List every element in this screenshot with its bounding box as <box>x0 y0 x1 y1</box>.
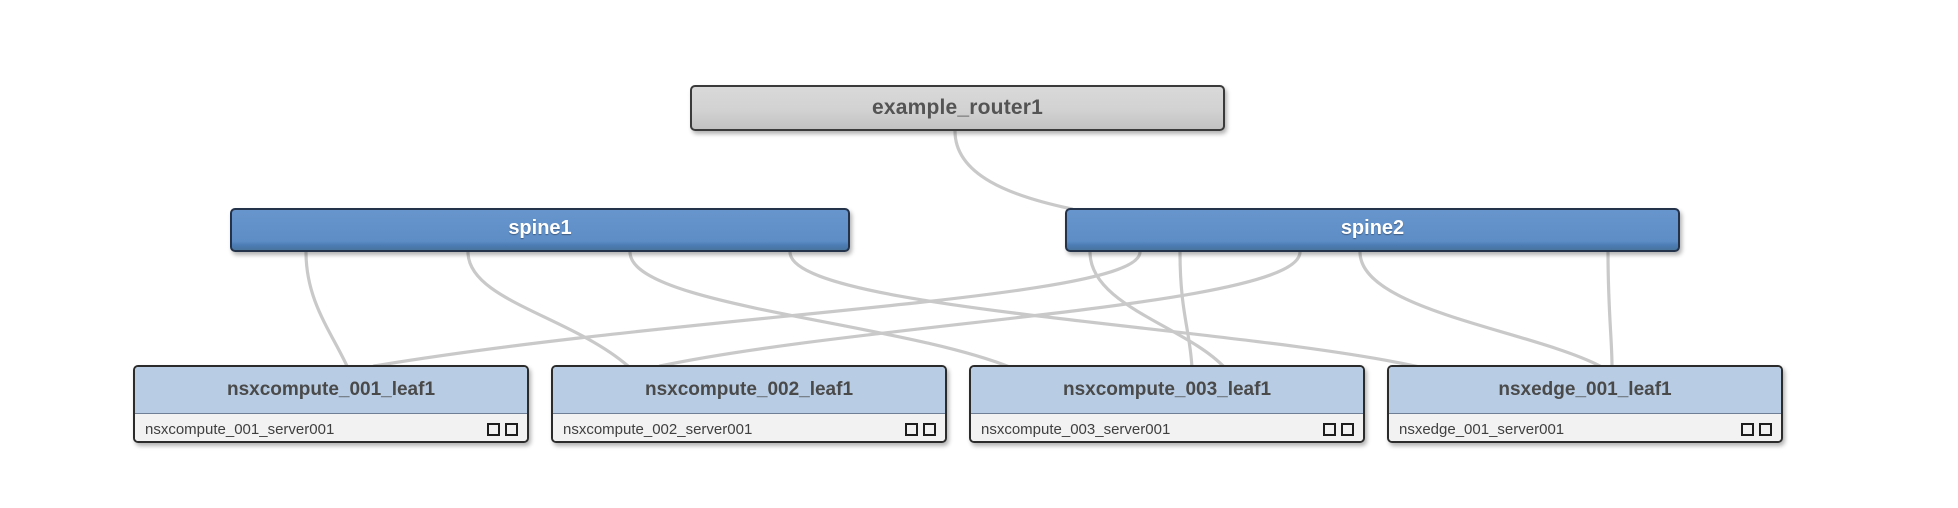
edge-spine2-leaf1 <box>372 250 1142 368</box>
square-icon[interactable] <box>1323 422 1336 436</box>
node-spine-spine1[interactable]: spine1 <box>230 208 850 252</box>
leaf-header: nsxedge_001_leaf1 <box>1389 367 1781 414</box>
leaf-header: nsxcompute_002_leaf1 <box>553 367 945 414</box>
edge-spine1-leaf2 <box>466 250 630 368</box>
leaf-server-row[interactable]: nsxcompute_001_server001 <box>135 414 527 441</box>
edge-router-spine2 <box>953 129 1074 211</box>
edge-spine2-leaf3b <box>1088 250 1227 370</box>
edge-spine1-leaf4 <box>788 250 1426 370</box>
leaf-label: nsxcompute_001_leaf1 <box>226 379 436 400</box>
leaf-server-row[interactable]: nsxcompute_003_server001 <box>971 414 1363 441</box>
leaf-header: nsxcompute_001_leaf1 <box>135 367 527 414</box>
node-leaf-nsxcompute_003_leaf1[interactable]: nsxcompute_003_leaf1 nsxcompute_003_serv… <box>969 365 1365 443</box>
square-icon[interactable] <box>1341 422 1354 436</box>
leaf-server-row[interactable]: nsxcompute_002_server001 <box>553 414 945 441</box>
server-label: nsxcompute_003_server001 <box>981 420 1171 438</box>
server-icons <box>1741 422 1772 436</box>
edge-spine1-leaf3 <box>628 250 1014 370</box>
square-icon[interactable] <box>923 422 936 436</box>
leaf-server-row[interactable]: nsxedge_001_server001 <box>1389 414 1781 441</box>
leaf-label: nsxedge_001_leaf1 <box>1498 379 1672 400</box>
node-leaf-nsxcompute_001_leaf1[interactable]: nsxcompute_001_leaf1 nsxcompute_001_serv… <box>133 365 529 443</box>
node-leaf-nsxedge_001_leaf1[interactable]: nsxedge_001_leaf1 nsxedge_001_server001 <box>1387 365 1783 443</box>
square-icon[interactable] <box>1759 422 1772 436</box>
server-label: nsxedge_001_server001 <box>1399 420 1565 438</box>
edge-spine2-leaf4b <box>1606 250 1614 368</box>
edge-spine2-leaf2 <box>658 250 1302 368</box>
leaf-label: nsxcompute_003_leaf1 <box>1062 379 1272 400</box>
router-label: example_router1 <box>871 96 1044 119</box>
square-icon[interactable] <box>1741 422 1754 436</box>
edge-spine2-leaf3 <box>1178 250 1194 370</box>
spine2-label: spine2 <box>1340 216 1405 239</box>
server-label: nsxcompute_001_server001 <box>145 420 335 438</box>
node-spine-spine2[interactable]: spine2 <box>1065 208 1680 252</box>
server-label: nsxcompute_002_server001 <box>563 420 753 438</box>
server-icons <box>487 422 518 436</box>
edge-spine2-leaf4 <box>1358 250 1602 368</box>
node-router-example_router1[interactable]: example_router1 <box>690 85 1225 131</box>
server-icons <box>905 422 936 436</box>
square-icon[interactable] <box>487 422 500 436</box>
square-icon[interactable] <box>905 422 918 436</box>
node-leaf-nsxcompute_002_leaf1[interactable]: nsxcompute_002_leaf1 nsxcompute_002_serv… <box>551 365 947 443</box>
spine1-label: spine1 <box>508 216 572 239</box>
edge-spine1-leaf1 <box>304 250 349 368</box>
leaf-header: nsxcompute_003_leaf1 <box>971 367 1363 414</box>
leaf-label: nsxcompute_002_leaf1 <box>644 379 854 400</box>
server-icons <box>1323 422 1354 436</box>
square-icon[interactable] <box>505 422 518 436</box>
